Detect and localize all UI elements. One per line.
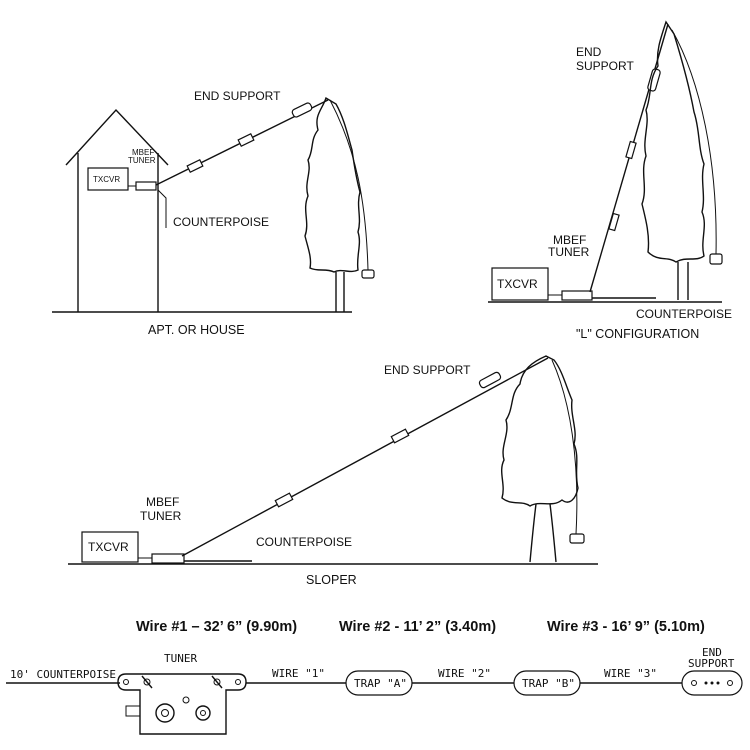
- tuner-box: [151, 553, 185, 564]
- wire-1-label: WIRE "1": [272, 667, 325, 680]
- end-support-label-1: END: [576, 45, 602, 59]
- trap-a: [608, 212, 620, 232]
- panel-apartment: TXCVR MBEF TUNER COUNTERPOISE END SUPPOR…: [52, 89, 375, 337]
- panel-sloper: TXCVR MBEF TUNER COUNTERPOISE END SUPPOR…: [68, 355, 598, 587]
- tuner-label-1: MBEF: [132, 148, 154, 157]
- tree: [304, 96, 361, 273]
- wire-3-label: WIRE "3": [604, 667, 657, 680]
- counterpoise-wire: [157, 189, 167, 228]
- caption-l-config: "L" CONFIGURATION: [576, 327, 699, 341]
- antenna-schematic: 10' COUNTERPOISE TUNER WIRE "1" TRAP "A"…: [6, 646, 743, 735]
- tuner-unit: TUNER: [117, 652, 247, 735]
- counterpoise-label: COUNTERPOISE: [256, 535, 352, 549]
- wire-2-label: WIRE "2": [438, 667, 491, 680]
- trap-a: [274, 492, 294, 508]
- end-support-insulator: [291, 102, 313, 118]
- txcvr-box: [87, 167, 129, 191]
- end-support-insulator: [478, 371, 502, 389]
- trap-a-label: TRAP "A": [354, 677, 407, 690]
- tuner-box: [135, 181, 157, 191]
- end-support-label: END SUPPORT: [194, 89, 281, 103]
- txcvr-label: TXCVR: [497, 277, 538, 291]
- tuner-label: TUNER: [164, 652, 197, 665]
- counterpoise-label: COUNTERPOISE: [636, 307, 732, 321]
- trap-b: [390, 428, 410, 444]
- trap-b-label: TRAP "B": [522, 677, 575, 690]
- end-support-label: END SUPPORT: [384, 363, 471, 377]
- trap-b: [237, 132, 255, 148]
- tuner-label-1: MBEF: [553, 233, 586, 247]
- tuner-box: [561, 290, 593, 301]
- tuner-label-2: TUNER: [128, 156, 156, 165]
- tree: [641, 20, 705, 263]
- house-outline: [65, 108, 169, 312]
- antenna-wire: [181, 357, 549, 557]
- tuner-knob: [155, 703, 175, 723]
- end-support-label-2: SUPPORT: [576, 59, 634, 73]
- txcvr-box: [491, 267, 549, 301]
- wire-spec-headers: Wire #1 – 32’ 6” (9.90m) Wire #2 - 11’ 2…: [136, 619, 705, 635]
- wire-1-spec: Wire #1 – 32’ 6” (9.90m): [136, 619, 297, 635]
- tuner-label-2: TUNER: [140, 509, 182, 523]
- counterpoise-label: 10' COUNTERPOISE: [10, 668, 116, 681]
- end-support-label-2: SUPPORT: [688, 657, 735, 670]
- trap-a: [186, 158, 204, 174]
- txcvr-label: TXCVR: [88, 540, 129, 554]
- tuner-label-1: MBEF: [146, 495, 179, 509]
- caption-apartment: APT. OR HOUSE: [148, 323, 245, 337]
- wire-2-spec: Wire #2 - 11’ 2” (3.40m): [339, 619, 496, 635]
- tuner-label-2: TUNER: [548, 245, 590, 259]
- caption-sloper: SLOPER: [306, 573, 357, 587]
- end-support-label-1: END: [702, 646, 722, 659]
- trap-b: [625, 140, 637, 160]
- txcvr-label: TXCVR: [93, 175, 120, 184]
- panel-l-config: TXCVR MBEF TUNER COUNTERPOISE END SUPPOR…: [488, 20, 732, 341]
- wire-3-spec: Wire #3 - 16’ 9” (5.10m): [547, 619, 705, 635]
- counterpoise-label: COUNTERPOISE: [173, 215, 269, 229]
- txcvr-box: [81, 531, 139, 563]
- tree: [501, 355, 579, 507]
